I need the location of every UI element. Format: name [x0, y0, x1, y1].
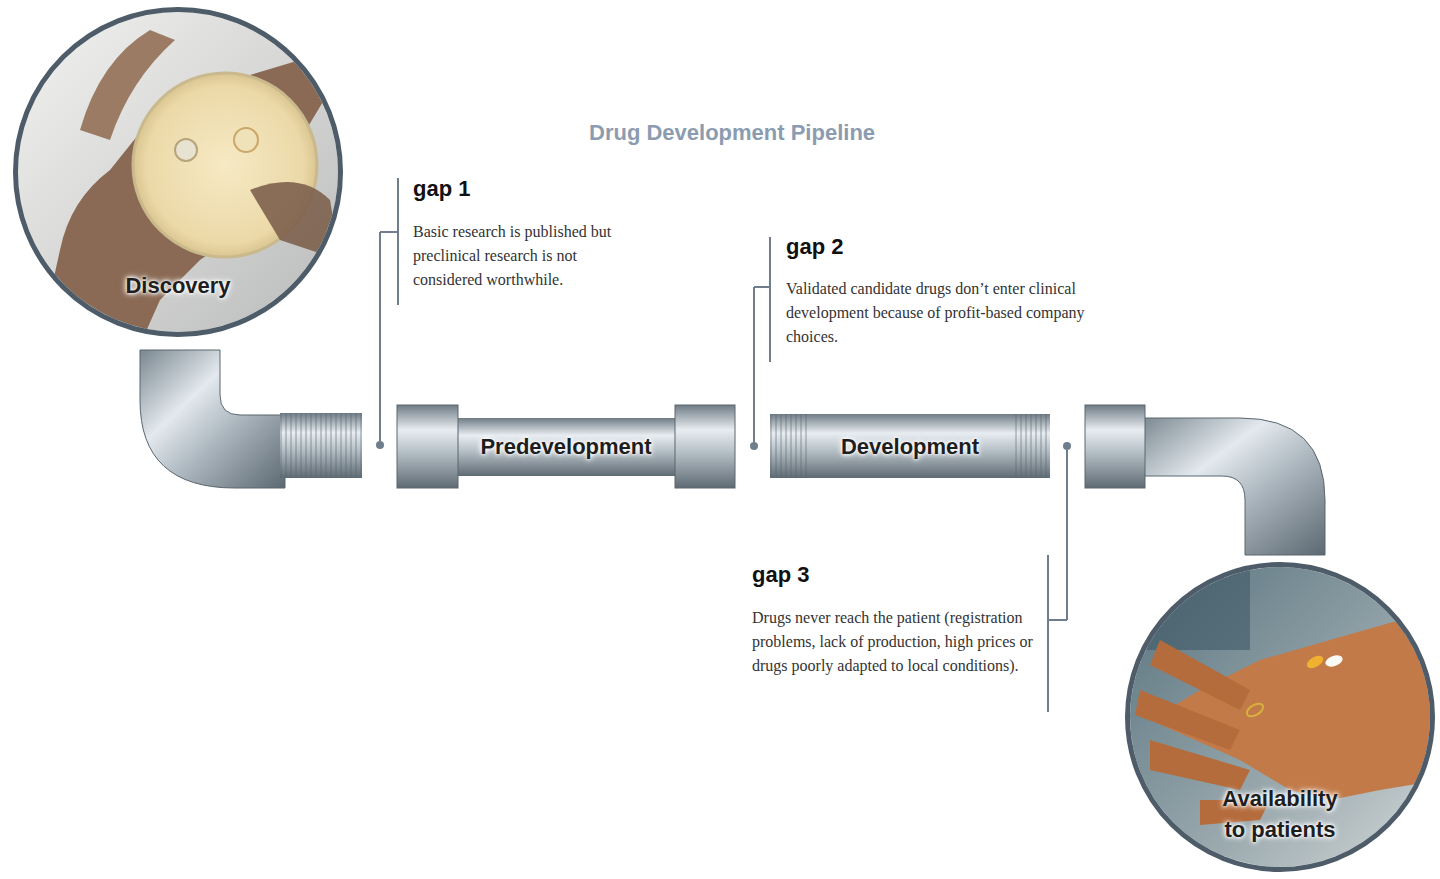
node-label: Availability to patients	[1210, 783, 1350, 845]
gap-heading: gap 2	[786, 234, 843, 260]
discovery-circle: Discovery	[13, 7, 343, 337]
gap-heading: gap 1	[413, 176, 470, 202]
development-pipe	[770, 414, 1050, 478]
pipe-segment: Predevelopment	[397, 405, 735, 488]
diagram-title: Drug Development Pipeline	[589, 120, 875, 146]
node-label: Predevelopment	[480, 431, 651, 462]
gap-heading: gap 3	[752, 562, 809, 588]
predevelopment-pipe	[397, 405, 735, 488]
pipe-segment: Development	[770, 414, 1050, 478]
node-label: Discovery	[125, 270, 230, 301]
gap-note: Validated candidate drugs don’t enter cl…	[786, 277, 1104, 349]
gap-note: Basic research is published but preclini…	[413, 220, 641, 292]
gap-note: Drugs never reach the patient (registrat…	[752, 606, 1038, 678]
left-elbow-pipe	[140, 350, 362, 488]
discovery-photo	[10, 5, 350, 345]
patient-hand-photo	[1120, 560, 1440, 879]
availability-circle: Availability to patients	[1125, 562, 1435, 872]
gap-leaders	[380, 178, 1067, 712]
right-elbow-pipe	[1085, 405, 1325, 555]
node-label: Development	[841, 431, 979, 462]
